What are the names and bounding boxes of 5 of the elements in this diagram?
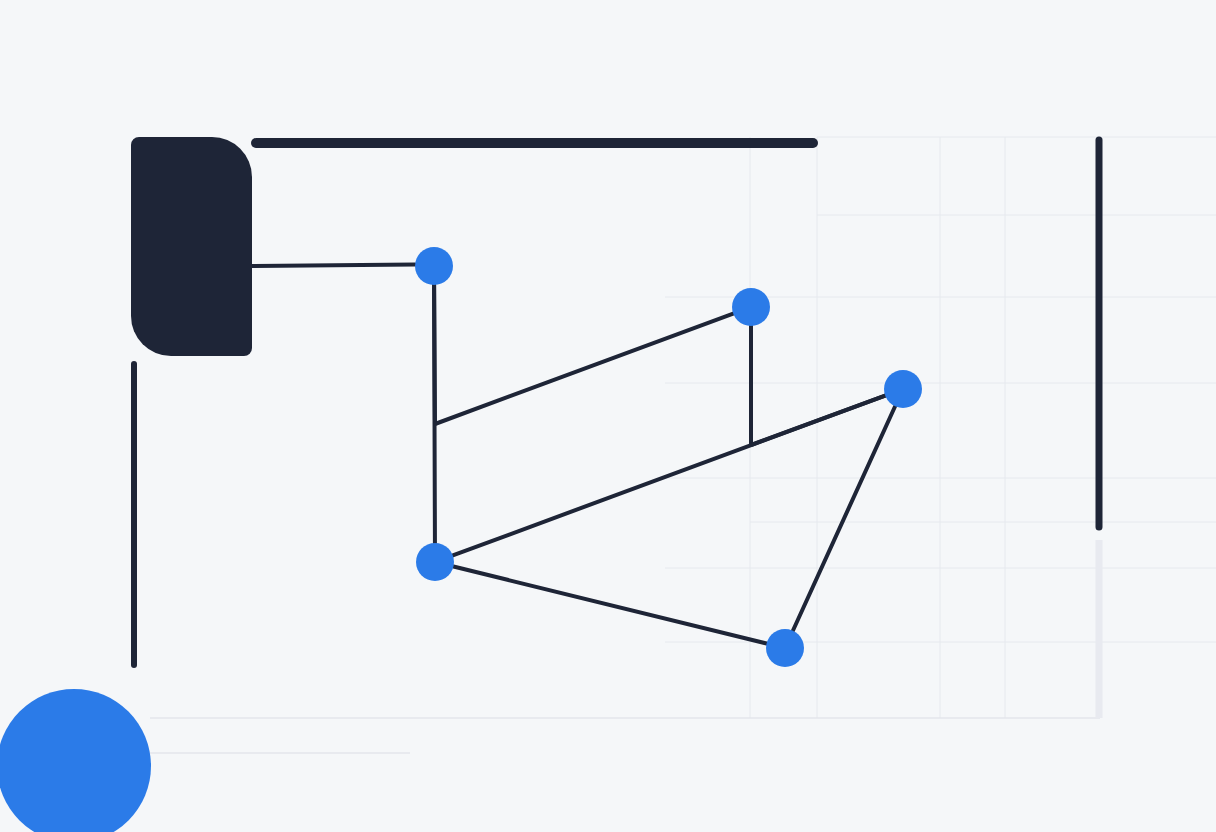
dark-block xyxy=(131,137,252,356)
connector-line xyxy=(432,283,736,426)
connector-line xyxy=(450,393,888,558)
connector-line xyxy=(790,404,898,633)
connector-line xyxy=(451,564,769,646)
